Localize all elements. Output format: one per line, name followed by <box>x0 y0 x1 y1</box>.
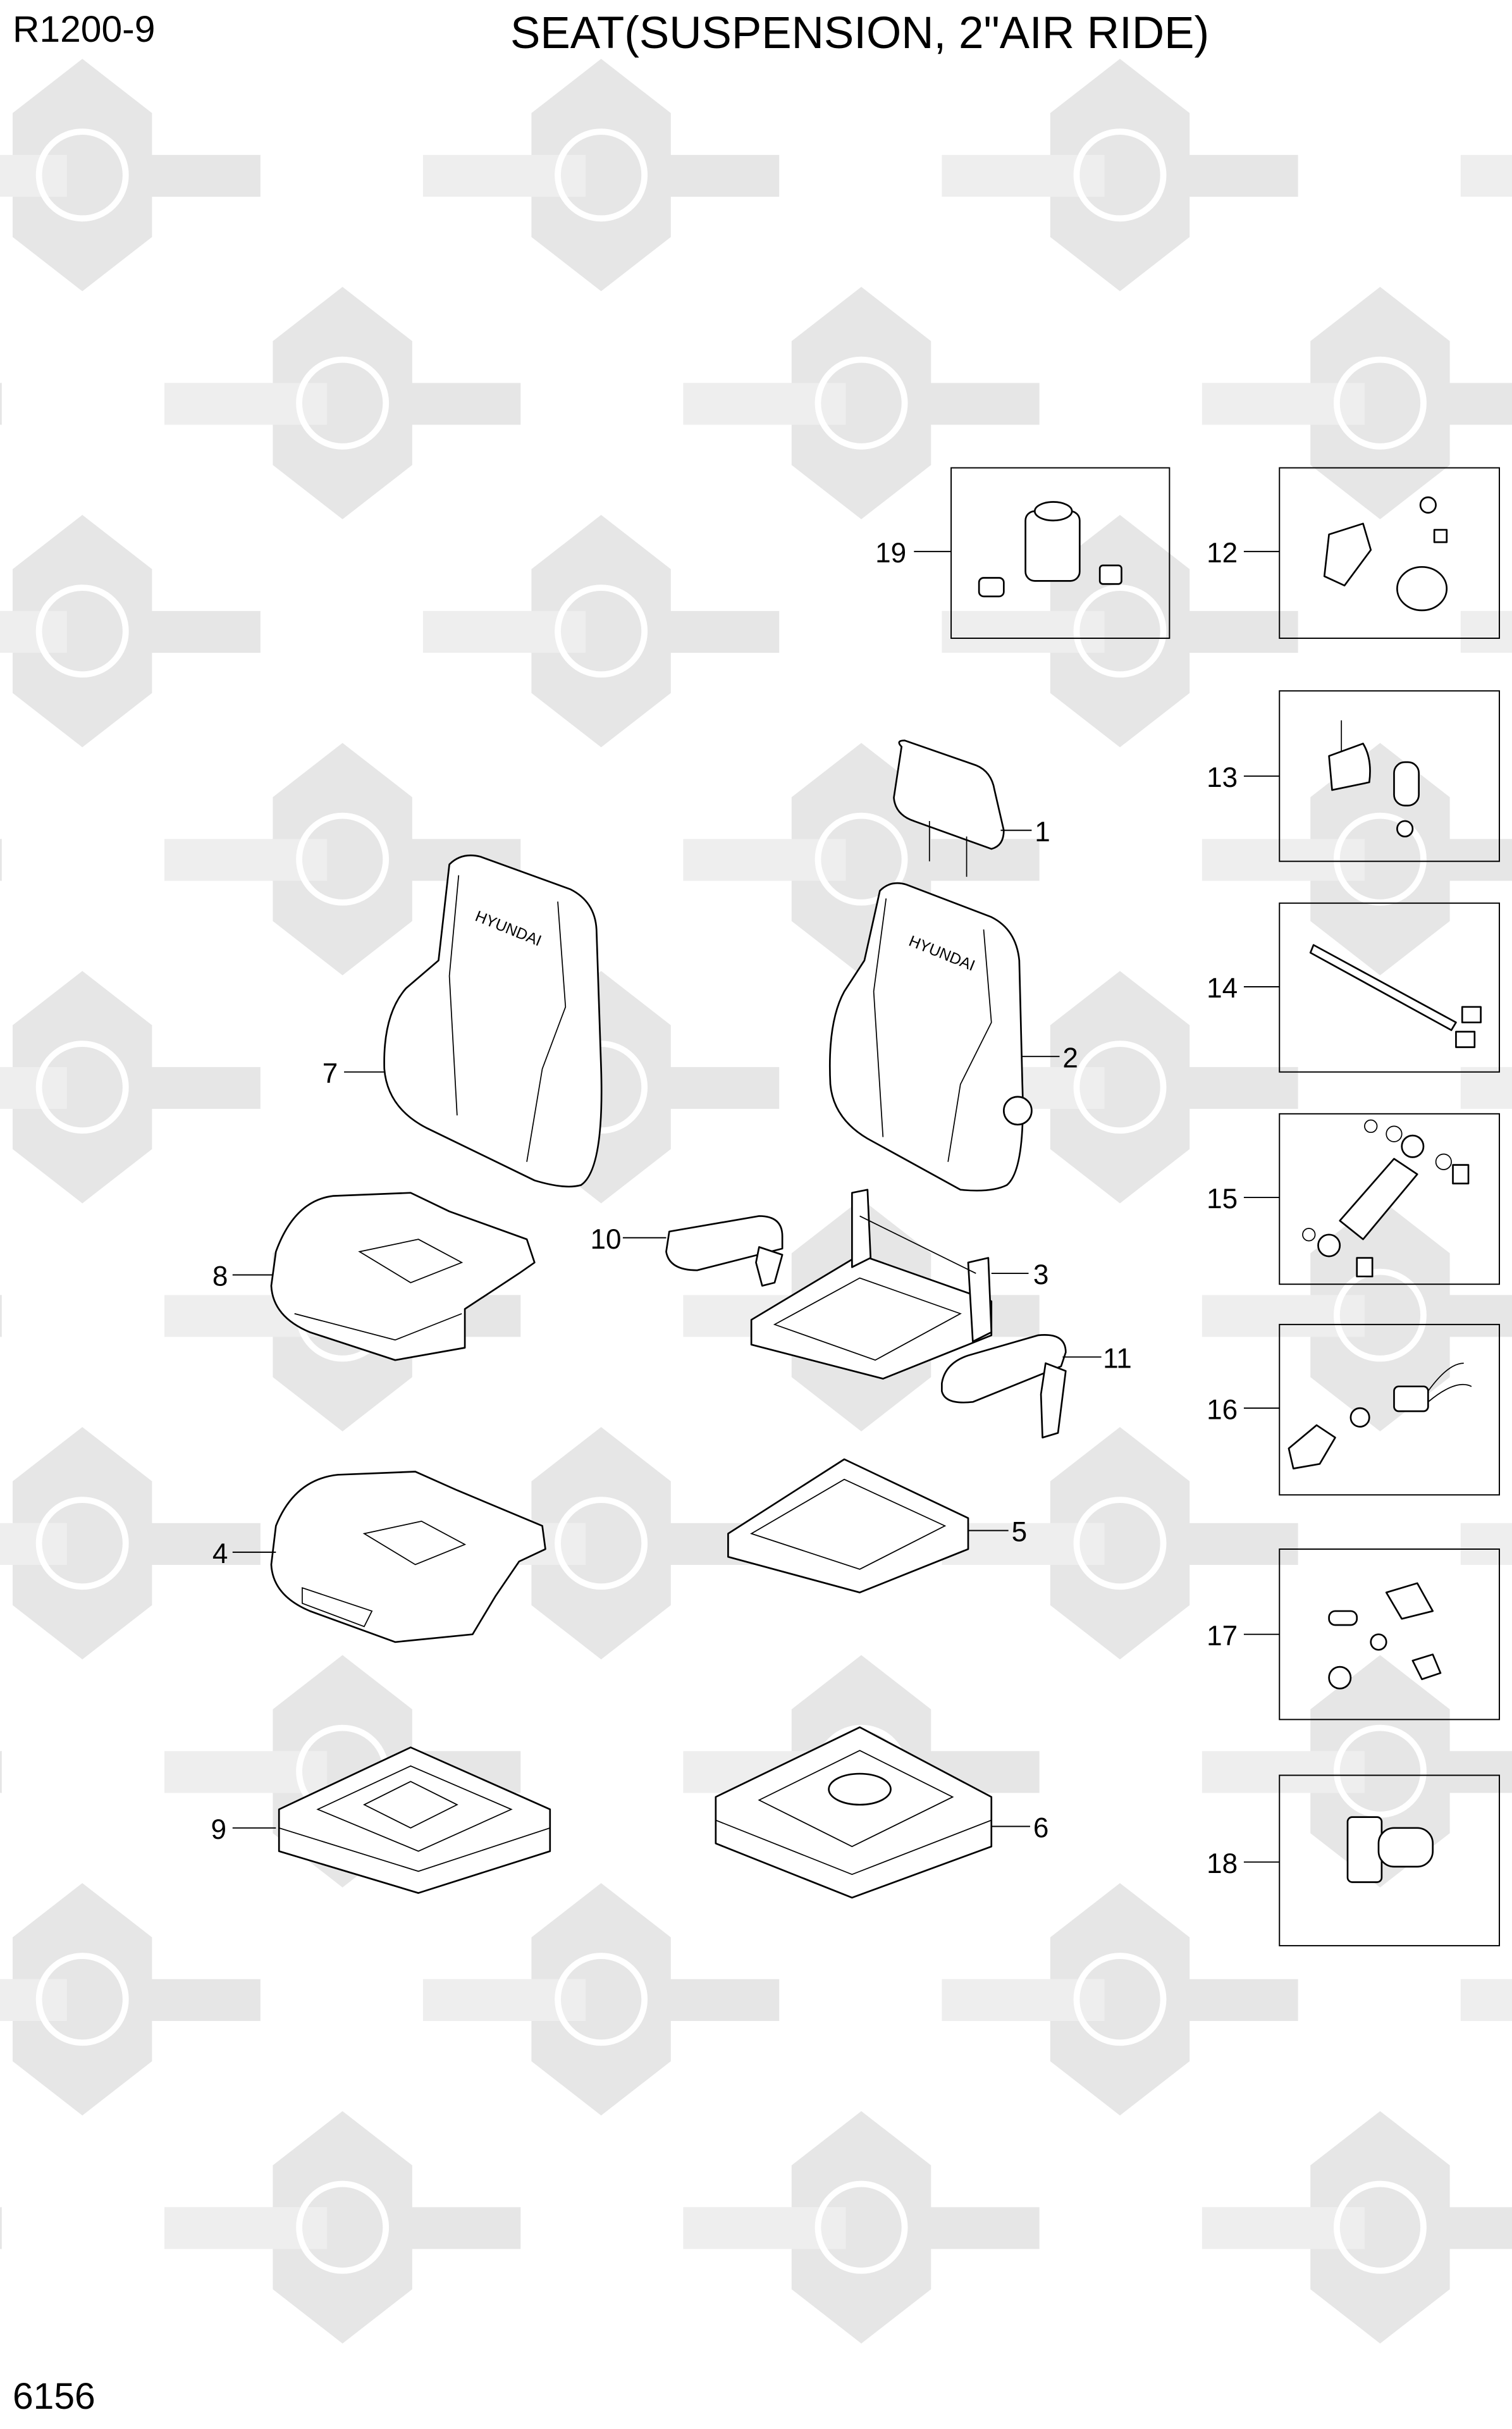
watermark-logo <box>0 1427 261 1660</box>
page-title: SEAT(SUSPENSION, 2"AIR RIDE) <box>510 8 1209 58</box>
watermark-logo <box>1460 1979 1512 2021</box>
watermark-logo <box>0 1751 2 1793</box>
watermark-logo <box>942 59 1298 292</box>
callout-7[interactable]: 7 <box>323 1058 338 1089</box>
part-17-box[interactable] <box>1279 1548 1500 1721</box>
watermark-logo <box>1460 610 1512 653</box>
watermark-logo <box>164 287 521 519</box>
part-19-box[interactable] <box>950 467 1171 639</box>
watermark-logo <box>0 971 261 1204</box>
part-11-armrest[interactable] <box>941 1334 1067 1438</box>
part-16-box[interactable] <box>1279 1323 1500 1496</box>
watermark-logo <box>422 1882 780 2116</box>
model-code: R1200-9 <box>13 9 155 50</box>
watermark-logo <box>422 515 780 748</box>
watermark-logo <box>1460 1523 1512 1565</box>
watermark-logo <box>1460 154 1512 197</box>
watermark-logo <box>0 2207 2 2249</box>
watermark-logo <box>0 839 2 881</box>
callout-18[interactable]: 18 <box>1207 1848 1238 1879</box>
watermark-logo <box>164 2111 521 2344</box>
part-7-backrest-cover[interactable]: HYUNDAI <box>383 854 603 1188</box>
callout-14[interactable]: 14 <box>1207 973 1238 1004</box>
part-13-box[interactable] <box>1279 690 1500 862</box>
watermark-logo <box>1202 1199 1512 1431</box>
callout-12[interactable]: 12 <box>1207 538 1238 569</box>
watermark-logo <box>1460 1066 1512 1109</box>
part-9-suspension-base[interactable] <box>278 1746 551 1894</box>
part-6-suspension-assembly[interactable] <box>715 1726 993 1899</box>
callout-6[interactable]: 6 <box>1033 1812 1049 1843</box>
watermark-logo <box>0 1882 261 2116</box>
part-10-armrest[interactable] <box>665 1215 784 1287</box>
callout-19[interactable]: 19 <box>875 538 906 569</box>
callout-17[interactable]: 17 <box>1207 1621 1238 1652</box>
part-3-seat-frame[interactable] <box>750 1189 993 1380</box>
callout-13[interactable]: 13 <box>1207 762 1238 793</box>
part-15-box[interactable] <box>1279 1113 1500 1285</box>
watermark-logo <box>0 383 2 425</box>
watermark-logo <box>942 1882 1298 2116</box>
watermark-logo <box>683 287 1040 519</box>
watermark-logo <box>683 2111 1040 2344</box>
part-2-backrest[interactable]: HYUNDAI <box>828 882 1033 1192</box>
watermark-logo <box>0 515 261 748</box>
callout-11[interactable]: 11 <box>1103 1343 1132 1374</box>
callout-1[interactable]: 1 <box>1035 817 1050 848</box>
part-5-slide-rail[interactable] <box>727 1458 969 1593</box>
callout-8[interactable]: 8 <box>212 1261 228 1292</box>
watermark-logo <box>0 59 261 292</box>
leader-lines <box>232 550 1280 1863</box>
callout-2[interactable]: 2 <box>1062 1042 1078 1073</box>
watermark-logo <box>1202 287 1512 519</box>
part-18-box[interactable] <box>1279 1774 1500 1946</box>
callout-3[interactable]: 3 <box>1033 1259 1049 1290</box>
callout-4[interactable]: 4 <box>212 1538 228 1569</box>
callout-10[interactable]: 10 <box>590 1224 621 1255</box>
part-14-box[interactable] <box>1279 902 1500 1073</box>
callout-16[interactable]: 16 <box>1207 1394 1238 1425</box>
callout-15[interactable]: 15 <box>1207 1184 1238 1214</box>
part-12-box[interactable] <box>1279 467 1500 639</box>
page-number: 6156 <box>13 2376 95 2417</box>
watermark-logo <box>942 515 1298 748</box>
watermark-logo <box>0 1295 2 1337</box>
part-4-seat-cushion[interactable] <box>270 1471 546 1643</box>
callout-9[interactable]: 9 <box>211 1814 226 1845</box>
watermark-logo <box>1202 2111 1512 2344</box>
callout-5[interactable]: 5 <box>1012 1517 1028 1548</box>
part-8-seat-cushion[interactable] <box>270 1192 536 1361</box>
watermark-logo <box>942 1427 1298 1660</box>
watermark-layer <box>0 59 1512 2344</box>
watermark-logo <box>422 59 780 292</box>
